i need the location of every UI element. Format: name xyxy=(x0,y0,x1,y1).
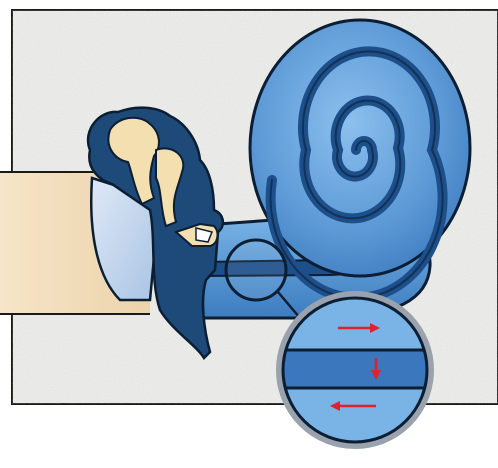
magnified-inset xyxy=(279,294,431,448)
